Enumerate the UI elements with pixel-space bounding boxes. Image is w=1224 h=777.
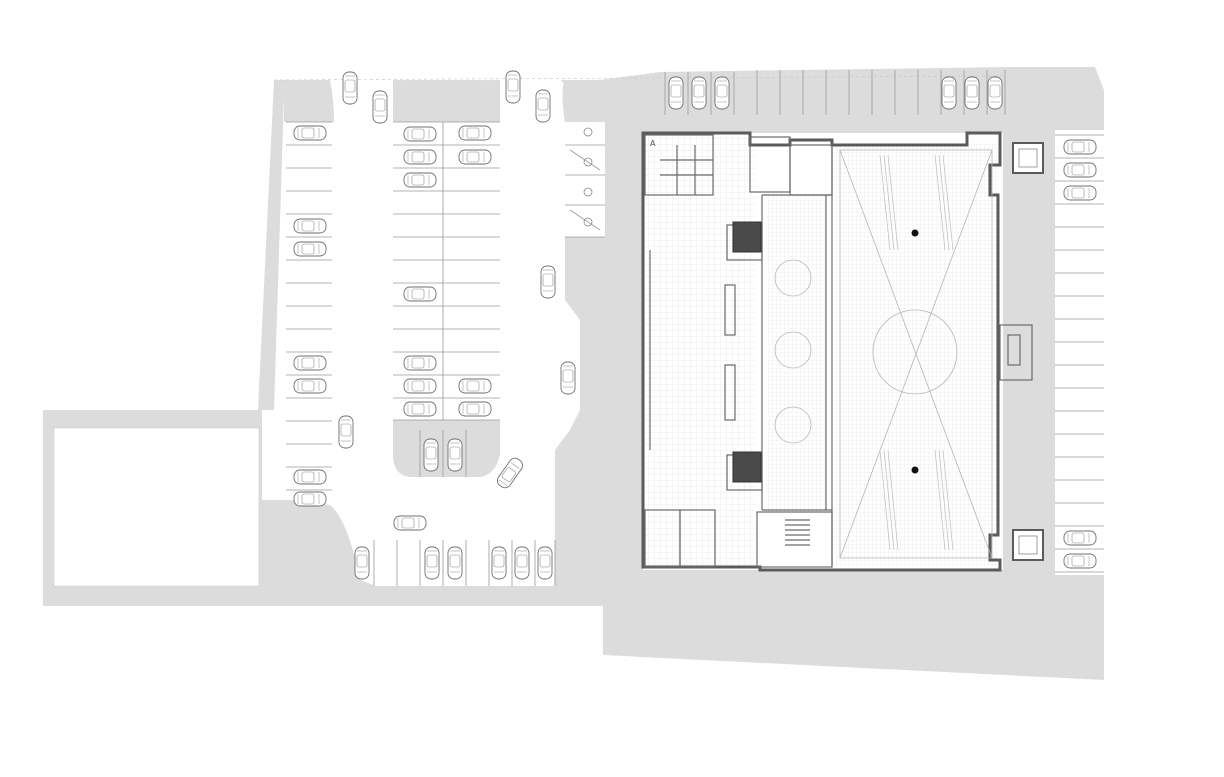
stall-lines-bottom	[373, 430, 556, 586]
accessible-parking	[565, 122, 605, 238]
stall-lines-left	[286, 121, 332, 491]
building: A	[641, 131, 1033, 572]
parking-lot	[262, 75, 1006, 586]
corner-kiosks	[1012, 142, 1044, 561]
stall-lines-top-right	[664, 70, 1006, 115]
stall-lines-right	[1055, 130, 1104, 575]
room-label: A	[650, 139, 656, 148]
stall-lines-center	[393, 121, 500, 421]
